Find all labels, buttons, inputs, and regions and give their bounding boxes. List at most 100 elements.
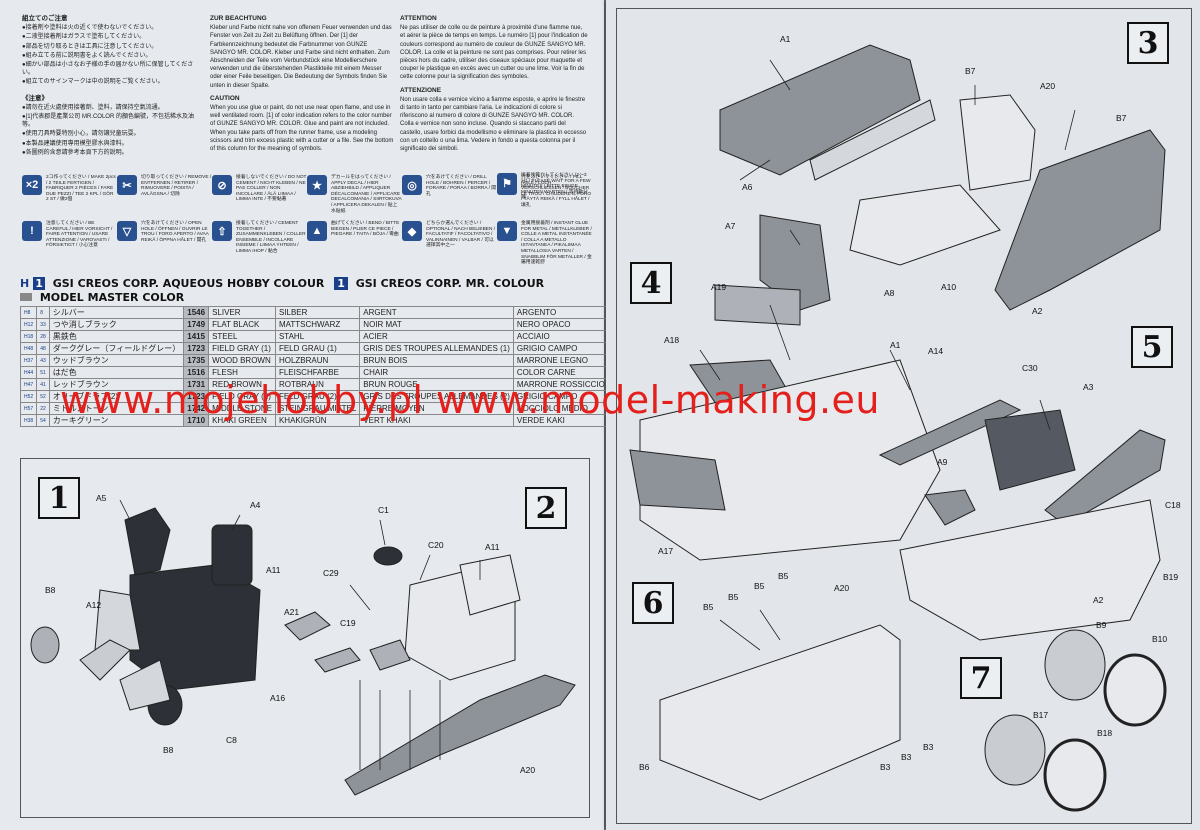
- model-master-code: 1710: [183, 414, 210, 427]
- part-label: C30: [1022, 363, 1038, 373]
- cn-line: ●請勿在近火處使用接著劑、塗料，請保持空氣流通。: [22, 104, 164, 111]
- part-label: B7: [965, 66, 976, 76]
- part-label: B8: [163, 745, 174, 755]
- hobby-color-badge: H: [20, 277, 30, 290]
- metal-glue-icon: ▼: [497, 221, 517, 241]
- decal-icon: ★: [307, 175, 327, 195]
- symbol-metal-glue: ▼金属用接着剤 / INSTANT GLUE FOR METAL / METAL…: [497, 221, 592, 265]
- part-label: C19: [340, 618, 356, 628]
- hobby-color-code: H57: [19, 402, 38, 415]
- part-label: B5: [778, 571, 789, 581]
- part-label: A20: [834, 583, 850, 593]
- french-italian-warnings: ATTENTION Ne pas utiliser de colle ou de…: [400, 15, 588, 154]
- part-label: A19: [711, 282, 727, 292]
- part-label: A1: [890, 340, 901, 350]
- part-label: A20: [520, 765, 536, 775]
- symbol-optional: ◆どちらか選んでください / OPTIONAL / NACH BELIEBEN …: [402, 221, 497, 261]
- part-label: A10: [941, 282, 957, 292]
- jp-line: ●細かい部品は小さなお子様の手の届かない所に保管してください。: [22, 62, 194, 77]
- jp-line: ●組立てのサインマークは中の説明をご覧ください。: [22, 79, 164, 86]
- step-number: 5: [1131, 326, 1173, 368]
- symbol-open-hole: ▽穴をあけてください / OPEN HOLE / ÖFFNEN / OUVRIR…: [117, 221, 212, 261]
- cn-line: ●[1]代表郡是產業公司 MR.COLOR 的顏色編號，不包括稀水及油等。: [22, 114, 194, 129]
- model-master-label: MODEL MASTER COLOR: [39, 291, 185, 304]
- part-label: A5: [96, 493, 107, 503]
- part-label: A6: [742, 182, 753, 192]
- drill-hole-icon: ◎: [402, 175, 422, 195]
- step-number: 6: [632, 582, 674, 624]
- symbol-decal: ★デカールをはってください / APPLY DECAL / HIER ABZIE…: [307, 175, 402, 215]
- symbol-no-glue: ⊘接着しないでください / DO NOT CEMENT / NICHT KLEB…: [212, 175, 307, 215]
- step-number: 7: [960, 657, 1002, 699]
- part-label: B3: [923, 742, 934, 752]
- symbol-dry-time: ⚑接着後乾かしてください (2～3分) / PLEASE WAIT FOR A …: [497, 173, 592, 201]
- optional-icon: ◆: [402, 221, 422, 241]
- en-warning-text: When you use glue or paint, do not use n…: [210, 105, 394, 153]
- hobby-color-code: H8: [19, 306, 38, 319]
- part-label: B6: [639, 762, 650, 772]
- part-label: C20: [428, 540, 444, 550]
- jp-line: ●二液型接着剤はガラスで塗布してください。: [22, 34, 146, 41]
- part-label: A12: [86, 600, 102, 610]
- mr-colour-label: GSI CREOS CORP. MR. COLOUR: [355, 277, 545, 290]
- cn-line: ●各圖例的含意請參考本頁下方的說明。: [22, 149, 128, 156]
- japanese-warnings: 組立てのご注意 ●接着剤や塗料は火の近くで使わないでください。 ●二液型接着剤は…: [22, 15, 202, 158]
- part-label: B10: [1152, 634, 1168, 644]
- part-label: B5: [703, 602, 714, 612]
- part-label: A17: [658, 546, 674, 556]
- part-label: A18: [664, 335, 680, 345]
- color-name-jp: 黒鉄色: [48, 330, 185, 343]
- part-label: B19: [1163, 572, 1179, 582]
- part-label: A20: [1040, 81, 1056, 91]
- en-warning-title: CAUTION: [210, 94, 240, 102]
- dry-time-icon: ⚑: [497, 173, 517, 193]
- model-master-code: 1731: [183, 378, 210, 391]
- bend-icon: ▲: [307, 221, 327, 241]
- model-master-swatch: [20, 293, 32, 301]
- part-label: B8: [45, 585, 56, 595]
- part-label: B17: [1033, 710, 1049, 720]
- fr-warning-text: Ne pas utiliser de colle ou de peinture …: [400, 25, 588, 81]
- left-instruction-page: 組立てのご注意 ●接着剤や塗料は火の近くで使わないでください。 ●二液型接着剤は…: [0, 0, 650, 830]
- part-label: A9: [937, 457, 948, 467]
- step-number: 4: [630, 262, 672, 304]
- de-warning-text: Kleber und Farbe nicht nahe von offenem …: [210, 25, 392, 89]
- it-warning-title: ATTENZIONE: [400, 86, 442, 94]
- part-label: C18: [1165, 500, 1181, 510]
- de-warning-title: ZUR BEACHTUNG: [210, 15, 267, 22]
- jp-line: ●部品を切り取るときは工具に注意してください。: [22, 43, 158, 50]
- jp-line: ●接着剤や塗料は火の近くで使わないでください。: [22, 25, 158, 32]
- part-label: A11: [485, 542, 500, 552]
- part-label: C1: [378, 505, 389, 515]
- german-english-warnings: ZUR BEACHTUNG Kleber und Farbe nicht nah…: [210, 15, 394, 154]
- part-label: A8: [884, 288, 895, 298]
- cn-warning-title: 《注意》: [22, 94, 48, 102]
- color-name-it: VERDE KAKI: [512, 414, 609, 427]
- step-number: 2: [525, 487, 567, 529]
- fr-warning-title: ATTENTION: [400, 15, 437, 22]
- part-label: B3: [880, 762, 891, 772]
- jp-line: ●組み立てる前に説明書をよく読んでください。: [22, 52, 152, 59]
- open-hole-icon: ▽: [117, 221, 137, 241]
- part-label: A2: [1032, 306, 1043, 316]
- part-label: C8: [226, 735, 237, 745]
- part-label: A7: [725, 221, 736, 231]
- step-number: 3: [1127, 22, 1169, 64]
- steps-3-7-panel: [616, 8, 1192, 824]
- cement-together-icon: ⇧: [212, 221, 232, 241]
- symbol-drill-hole: ◎穴をあけてください / DRILL HOLE / BOHREN / PERCE…: [402, 175, 497, 215]
- part-label: A4: [250, 500, 261, 510]
- part-label: B5: [728, 592, 739, 602]
- part-label: B9: [1096, 620, 1107, 630]
- part-label: A21: [284, 607, 300, 617]
- part-label: C29: [323, 568, 339, 578]
- part-label: A3: [1083, 382, 1094, 392]
- part-label: B3: [901, 752, 912, 762]
- part-label: A11: [266, 565, 281, 575]
- aqueous-hobby-colour-label: GSI CREOS CORP. AQUEOUS HOBBY COLOUR: [52, 277, 325, 290]
- cn-line: ●本製品建議使用專用模型膠水與漆料。: [22, 140, 128, 147]
